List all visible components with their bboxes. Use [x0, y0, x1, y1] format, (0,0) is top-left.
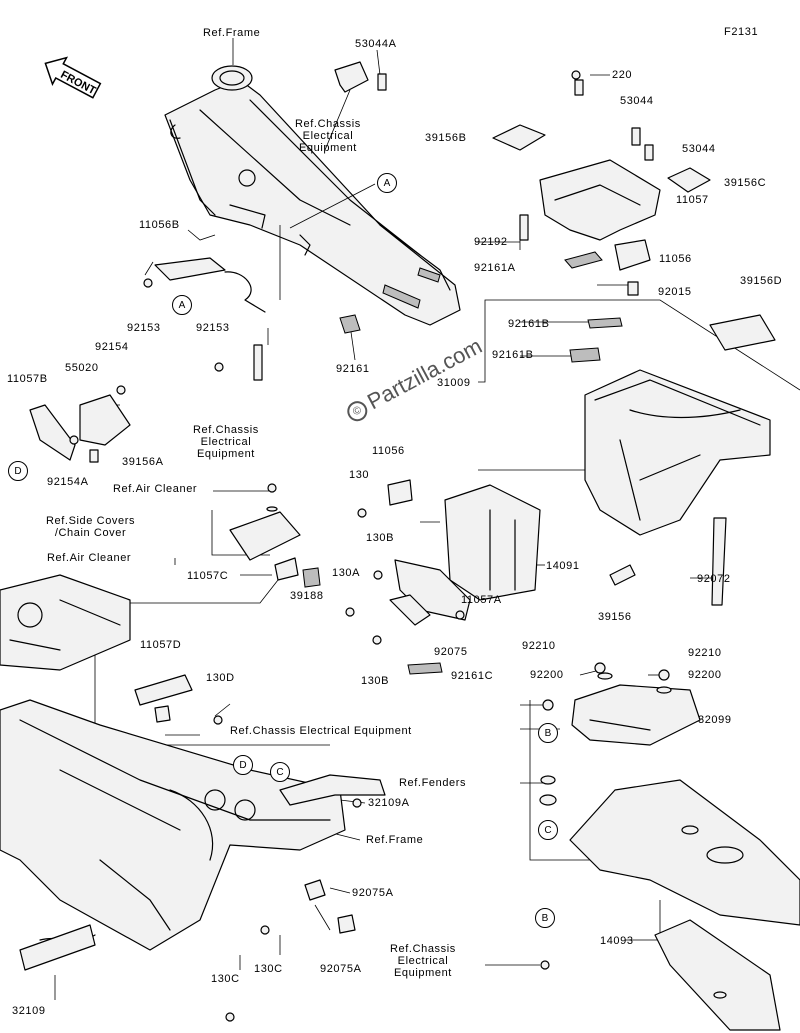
strap	[253, 344, 263, 381]
label-130A: 130A	[332, 567, 361, 579]
bracket-53044A	[334, 61, 387, 93]
label-14093: 14093	[600, 935, 634, 947]
label-130D: 130D	[206, 672, 235, 684]
label-130B: 130B	[361, 675, 390, 687]
air-cleaner-drawing	[0, 574, 131, 671]
grommet-92075A-1	[304, 879, 326, 901]
main-frame-drawing	[164, 65, 461, 326]
bracket-11056B	[154, 257, 266, 313]
label-39156D: 39156D	[740, 275, 783, 287]
bracket-11057D	[134, 674, 193, 723]
battery-top-parts	[492, 79, 776, 363]
bracket-11057C	[229, 511, 321, 588]
label-ref-frame: Ref.Frame	[203, 27, 261, 39]
label-39156A: 39156A	[122, 456, 164, 468]
battery-case-31009	[584, 369, 771, 536]
label-130: 130	[349, 469, 370, 481]
callout-a: A	[172, 295, 192, 315]
label-11057C: 11057C	[187, 570, 229, 582]
label-11057D: 11057D	[140, 639, 182, 651]
label-32109: 32109	[12, 1005, 46, 1017]
label-220: 220	[612, 69, 633, 81]
fender-14093	[654, 919, 781, 1031]
label-92161C: 92161C	[451, 670, 494, 682]
label-11056: 11056	[372, 445, 405, 457]
label-92200: 92200	[688, 669, 722, 681]
label-55020: 55020	[65, 362, 99, 374]
callout-b: B	[535, 908, 555, 928]
label-ref-chassis: Ref.Chassis Electrical Equipment	[390, 943, 456, 979]
bracket-11057B	[29, 394, 131, 463]
label-ref-side-covers: Ref.Side Covers /Chain Cover	[46, 515, 136, 539]
label-92161B: 92161B	[508, 318, 550, 330]
label-ref-fenders: Ref.Fenders	[399, 777, 467, 789]
label-31009: 31009	[437, 377, 471, 389]
label-92072: 92072	[697, 573, 731, 585]
label-53044: 53044	[682, 143, 716, 155]
electrical-box-14091	[444, 484, 541, 601]
label-ref-chassis: Ref.Chassis Electrical Equipment	[295, 118, 361, 154]
callout-c: C	[270, 762, 290, 782]
label-39156: 39156	[598, 611, 632, 623]
pad-39156	[609, 564, 636, 586]
label-11056B: 11056B	[139, 219, 180, 231]
callout-a: A	[377, 173, 397, 193]
label-92075: 92075	[434, 646, 468, 658]
bracket-11057A	[389, 559, 471, 626]
callout-d: D	[8, 461, 28, 481]
label-92153: 92153	[196, 322, 230, 334]
label-ref-air-cleaner: Ref.Air Cleaner	[113, 483, 198, 495]
callout-d: D	[233, 755, 253, 775]
pad-92161C	[407, 662, 443, 675]
label-53044: 53044	[620, 95, 654, 107]
label-92161A: 92161A	[474, 262, 516, 274]
label-32109A: 32109A	[368, 797, 410, 809]
label-130B: 130B	[366, 532, 395, 544]
pipe-32109A	[279, 774, 386, 808]
label-14091: 14091	[546, 560, 580, 572]
label-92210: 92210	[522, 640, 556, 652]
grommet-92075A-2	[337, 914, 356, 934]
lower-frame-drawing	[0, 699, 346, 971]
label-92075A: 92075A	[352, 887, 394, 899]
label-11057: 11057	[676, 194, 709, 206]
rear-fender-drawing	[569, 779, 800, 926]
label-92161B: 92161B	[492, 349, 534, 361]
label-92015: 92015	[658, 286, 692, 298]
label-ref-chassis: Ref.Chassis Electrical Equipment	[193, 424, 259, 460]
label-39156B: 39156B	[425, 132, 467, 144]
callout-c: C	[538, 820, 558, 840]
label-92154: 92154	[95, 341, 129, 353]
label-11057A: 11057A	[461, 594, 502, 606]
callout-b: B	[538, 723, 558, 743]
label-11057B: 11057B	[7, 373, 48, 385]
nuts-washers	[539, 662, 672, 970]
fender-32099	[571, 684, 701, 746]
label-92161: 92161	[336, 363, 370, 375]
bolts	[69, 70, 581, 1022]
label-130C: 130C	[254, 963, 283, 975]
label-92192: 92192	[474, 236, 508, 248]
label-92200: 92200	[530, 669, 564, 681]
label-ref-chassis-electrical: Ref.Chassis Electrical Equipment	[230, 725, 412, 737]
label-32099: 32099	[698, 714, 732, 726]
label-ref-air-cleaner: Ref.Air Cleaner	[47, 552, 132, 564]
label-92153: 92153	[127, 322, 161, 334]
label-11056: 11056	[659, 253, 692, 265]
diagram-code: F2131	[724, 26, 759, 38]
label-92154A: 92154A	[47, 476, 89, 488]
pad-92161	[339, 314, 361, 334]
label-ref-frame: Ref.Frame	[366, 834, 424, 846]
label-130C: 130C	[211, 973, 240, 985]
label-92210: 92210	[688, 647, 722, 659]
bracket-11056-small	[387, 479, 413, 506]
label-53044A: 53044A	[355, 38, 397, 50]
label-92075A: 92075A	[320, 963, 362, 975]
battery-band-92072	[711, 517, 727, 606]
front-direction-arrow-icon: FRONT	[44, 56, 102, 99]
label-39156C: 39156C	[724, 177, 767, 189]
label-39188: 39188	[290, 590, 324, 602]
